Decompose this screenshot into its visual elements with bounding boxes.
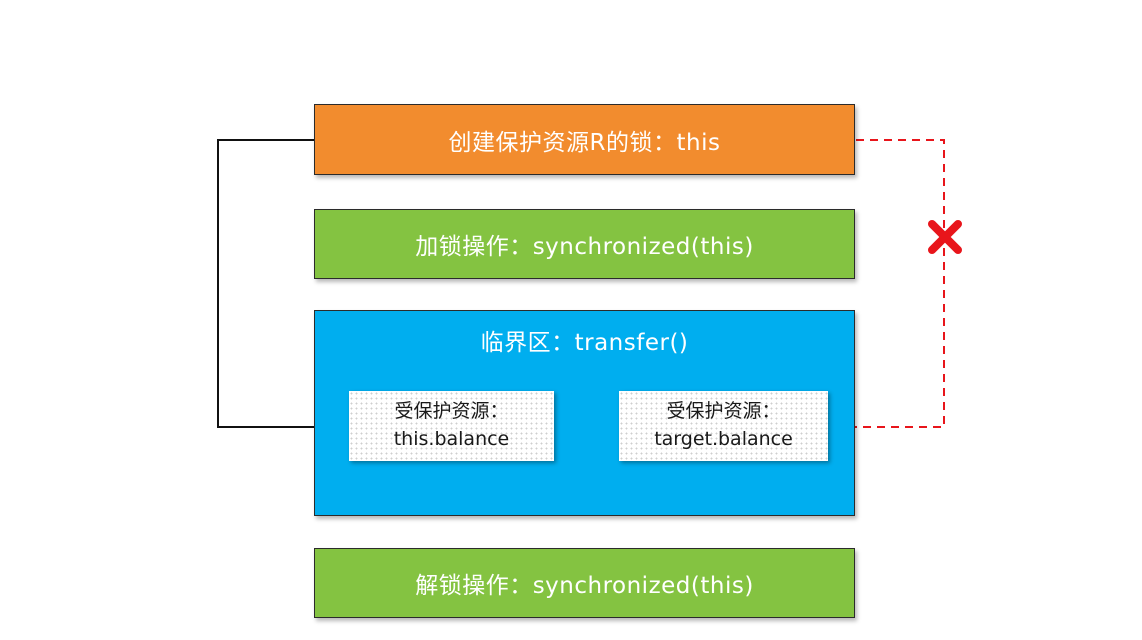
cross-icon [928, 220, 962, 254]
critical-section-label: 临界区：transfer() [480, 330, 689, 356]
lock-to-target-balance-connector [829, 139, 945, 431]
unlock-operation-label: 解锁操作：synchronized(this) [415, 573, 754, 599]
resource-value: this.balance [393, 428, 510, 450]
resource-this-balance: 受保护资源： this.balance [349, 391, 554, 461]
resource-label: 受保护资源： [394, 400, 509, 423]
create-lock-box: 创建保护资源R的锁：this [314, 104, 855, 175]
lock-operation-box: 加锁操作：synchronized(this) [314, 209, 855, 279]
lock-to-this-balance-connector [217, 139, 348, 431]
unlock-operation-box: 解锁操作：synchronized(this) [314, 548, 855, 618]
resource-value: target.balance [654, 428, 793, 450]
lock-operation-label: 加锁操作：synchronized(this) [415, 234, 754, 260]
create-lock-label: 创建保护资源R的锁：this [448, 129, 721, 156]
resource-label: 受保护资源： [666, 400, 781, 423]
resource-target-balance: 受保护资源： target.balance [619, 391, 828, 461]
